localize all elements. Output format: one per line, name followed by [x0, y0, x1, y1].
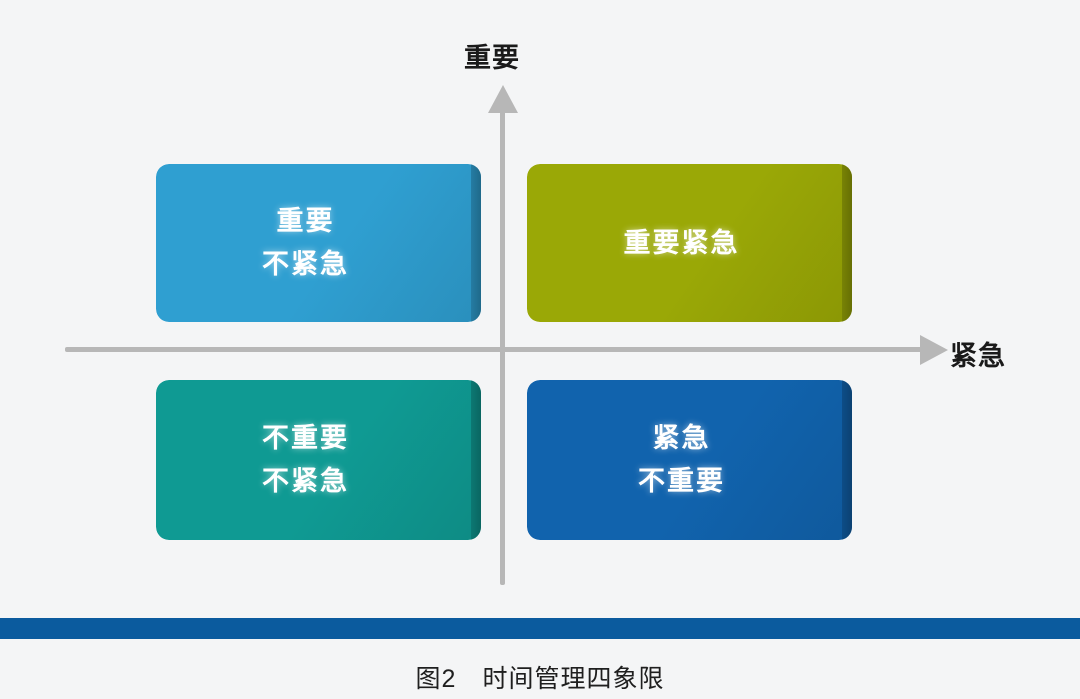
quadrant-label-line-2: 不紧急	[262, 466, 349, 496]
quadrant-face	[156, 164, 481, 322]
bottom-rule-divider	[0, 618, 1080, 639]
figure-caption: 图2 时间管理四象限	[415, 665, 665, 693]
quadrant-face	[527, 164, 852, 322]
quadrant-label-group: 重要紧急	[527, 226, 844, 261]
horizontal-axis-label: 紧急	[950, 341, 1006, 371]
quadrant-label-group: 重要 不紧急	[156, 204, 468, 281]
quadrant-bevel	[842, 164, 852, 322]
vertical-axis-arrow-icon	[488, 85, 518, 113]
vertical-axis-line	[500, 108, 505, 585]
quadrant-important-not-urgent[interactable]: 重要 不紧急	[156, 164, 481, 322]
quadrant-label-line-1: 重要紧急	[623, 227, 740, 258]
quadrant-not-important-not-urgent[interactable]: 不重要 不紧急	[156, 380, 481, 540]
quadrant-label-group: 紧急 不重要	[527, 421, 844, 498]
quadrant-label-line-2: 不重要	[638, 466, 725, 496]
quadrant-label-line-1: 不重要	[262, 423, 349, 454]
quadrant-face	[527, 380, 852, 540]
quadrant-label-line-1: 紧急	[652, 423, 711, 454]
horizontal-axis-line	[65, 347, 927, 352]
quadrant-label-group: 不重要 不紧急	[156, 421, 468, 498]
quadrant-important-urgent[interactable]: 重要紧急	[527, 164, 852, 322]
quadrant-urgent-not-important[interactable]: 紧急 不重要	[527, 380, 852, 540]
quadrant-bevel	[842, 380, 852, 540]
quadrant-label-line-1: 重要	[276, 206, 335, 237]
quadrant-face	[156, 380, 481, 540]
quadrant-bevel	[471, 164, 481, 322]
quadrant-bevel	[471, 380, 481, 540]
vertical-axis-label: 重要	[464, 43, 520, 73]
horizontal-axis-arrow-icon	[920, 335, 948, 365]
quadrant-label-line-2: 不紧急	[262, 249, 349, 279]
